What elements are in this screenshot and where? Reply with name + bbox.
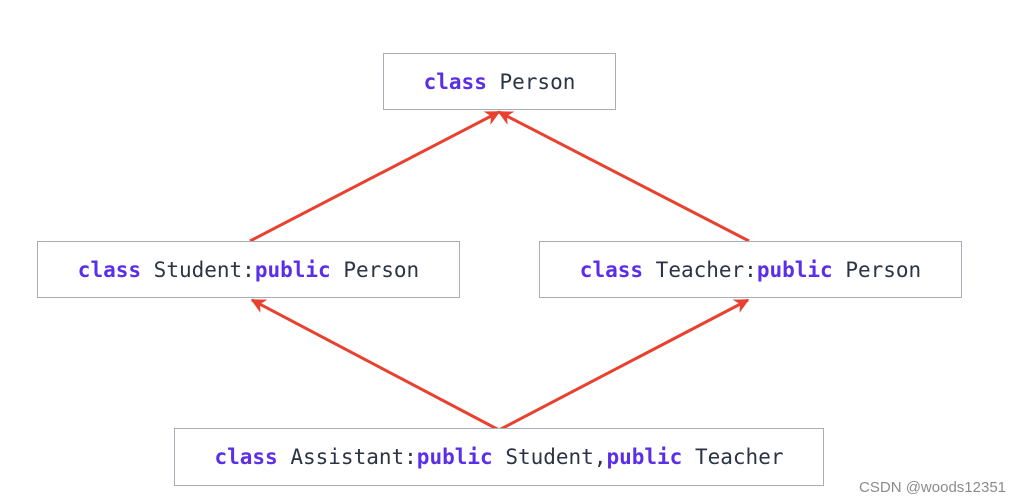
keyword-class: class	[77, 257, 142, 282]
inherit-arrow-assistant-to-student	[250, 298, 500, 432]
class-teacher-box: class Teacher:public Person	[539, 241, 962, 298]
class-name-assistant: Assistant:	[290, 445, 417, 469]
class-student-box: class Student:public Person	[37, 241, 460, 298]
keyword-class: class	[214, 445, 278, 469]
base-class-person: Person	[343, 257, 420, 282]
class-person-box: class Person	[383, 53, 616, 110]
keyword-public: public	[254, 257, 331, 282]
class-name-teacher: Teacher:	[655, 257, 757, 282]
watermark: CSDN @woods12351	[859, 479, 1006, 496]
class-name-student: Student:	[153, 257, 255, 282]
keyword-class: class	[579, 257, 644, 282]
inherit-arrow-teacher-to-person	[497, 110, 750, 243]
keyword-public: public	[416, 445, 493, 469]
keyword-public: public	[606, 445, 683, 469]
base-class-student: Student,	[505, 445, 607, 469]
base-class-person: Person	[845, 257, 922, 282]
class-assistant-box: class Assistant:public Student,public Te…	[174, 428, 824, 486]
inherit-arrow-student-to-person	[249, 110, 501, 243]
keyword-public: public	[756, 257, 833, 282]
base-class-teacher: Teacher	[694, 445, 784, 469]
inherit-arrow-assistant-to-teacher	[498, 298, 750, 432]
class-name-person: Person	[499, 69, 576, 94]
keyword-class: class	[423, 69, 487, 94]
